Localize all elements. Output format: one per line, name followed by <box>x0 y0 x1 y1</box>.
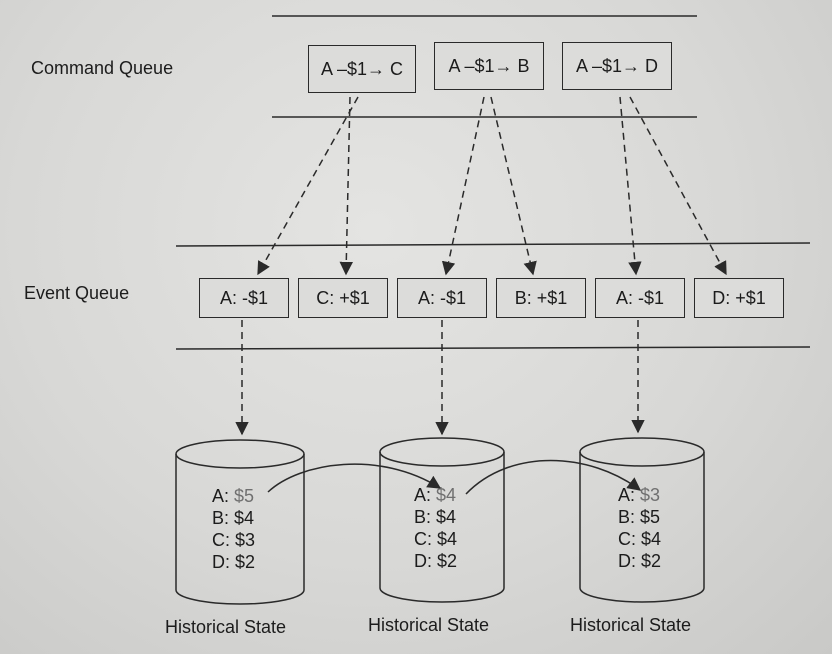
state-3-caption: Historical State <box>570 615 692 635</box>
event-6: D: +$1 <box>694 278 784 318</box>
state-row: D: $2 <box>414 551 458 571</box>
event-3: A: -$1 <box>397 278 487 318</box>
changed-value: $3 <box>640 485 661 505</box>
arrow-cmd3-to-evt6 <box>629 96 727 276</box>
event-queue-label: Event Queue <box>24 283 130 303</box>
state-row: D: $2 <box>618 551 662 571</box>
event-2: C: +$1 <box>298 278 388 318</box>
state-row: A: $5 <box>212 486 255 506</box>
state-1-caption: Historical State <box>165 617 287 637</box>
state-3-values: A: $3 B: $5 C: $4 D: $2 <box>618 484 661 572</box>
arrow-cmd2-to-evt3 <box>441 96 485 276</box>
command-2: A –$1→ B <box>434 42 544 90</box>
transition-arrow-2 <box>465 459 642 495</box>
command-1: A –$1→ C <box>308 45 416 93</box>
state-row: C: $4 <box>414 529 458 549</box>
state-row: A: $4 <box>414 485 457 505</box>
changed-value: $5 <box>234 486 255 506</box>
state-1-values: A: $5 B: $4 C: $3 D: $2 <box>212 485 255 573</box>
event-queue-top-line <box>175 242 811 247</box>
state-row: C: $4 <box>618 529 662 549</box>
state-2-values: A: $4 B: $4 C: $4 D: $2 <box>414 484 457 572</box>
changed-value: $4 <box>436 485 457 505</box>
state-row: B: $4 <box>212 508 255 528</box>
arrow-cmd3-to-evt5 <box>619 96 642 276</box>
arrow-cmd1-to-evt1 <box>257 96 359 276</box>
event-1: A: -$1 <box>199 278 289 318</box>
command-queue-label: Command Queue <box>31 58 174 78</box>
event-5: A: -$1 <box>595 278 685 318</box>
command-3: A –$1→ D <box>562 42 672 90</box>
event-queue-bottom-line <box>175 346 811 350</box>
event-4: B: +$1 <box>496 278 586 318</box>
state-row: C: $3 <box>212 530 256 550</box>
arrow-cmd2-to-evt4 <box>490 96 537 276</box>
state-row: B: $5 <box>618 507 661 527</box>
state-row: B: $4 <box>414 507 457 527</box>
state-row: D: $2 <box>212 552 256 572</box>
state-cylinder-3 <box>579 437 705 603</box>
state-row: A: $3 <box>618 485 661 505</box>
transition-arrow-1 <box>267 463 442 493</box>
state-cylinder-2 <box>379 437 505 603</box>
arrow-cmd1-to-evt2 <box>339 96 354 276</box>
state-2-caption: Historical State <box>368 615 490 635</box>
state-cylinder-1 <box>175 439 305 605</box>
